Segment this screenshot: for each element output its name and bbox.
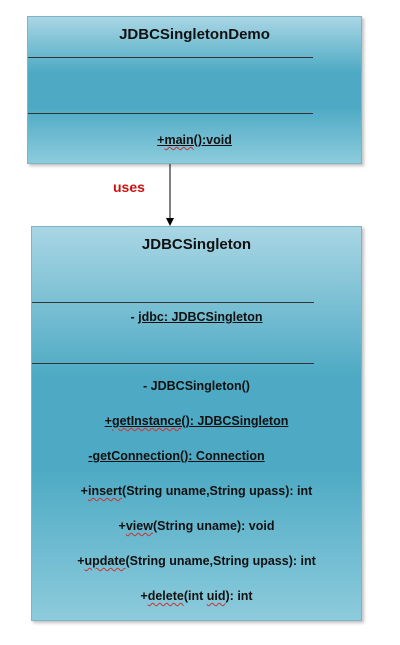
operation-delete: +delete(int uid): int: [140, 589, 253, 603]
operation-constructor: - JDBCSingleton(): [143, 379, 250, 393]
divider-attributes: [28, 57, 313, 58]
operation-insert: +insert(String uname,String upass): int: [80, 484, 313, 498]
operation-update: +update(String uname,String upass): int: [77, 554, 316, 568]
divider-operations: [32, 363, 314, 364]
relationship-label: uses: [113, 179, 145, 195]
arrow-head: [166, 218, 174, 226]
divider-attributes: [32, 302, 314, 303]
operation-view: +view(String uname): void: [118, 519, 275, 533]
divider-operations: [28, 113, 313, 114]
operation-getinstance: +getInstance(): JDBCSingleton: [104, 414, 289, 428]
operation-getconnection: -getConnection(): Connection: [88, 449, 265, 463]
class-box-jdbcsingletondemo: JDBCSingletonDemo +main():void: [27, 16, 362, 164]
class-name: JDBCSingleton: [141, 236, 252, 253]
class-name: JDBCSingletonDemo: [119, 26, 270, 43]
attribute-jdbc: - jdbc: JDBCSingleton: [130, 310, 263, 324]
operation-main: +main():void: [157, 133, 232, 147]
class-box-jdbcsingleton: JDBCSingleton - jdbc: JDBCSingleton - JD…: [31, 226, 362, 621]
